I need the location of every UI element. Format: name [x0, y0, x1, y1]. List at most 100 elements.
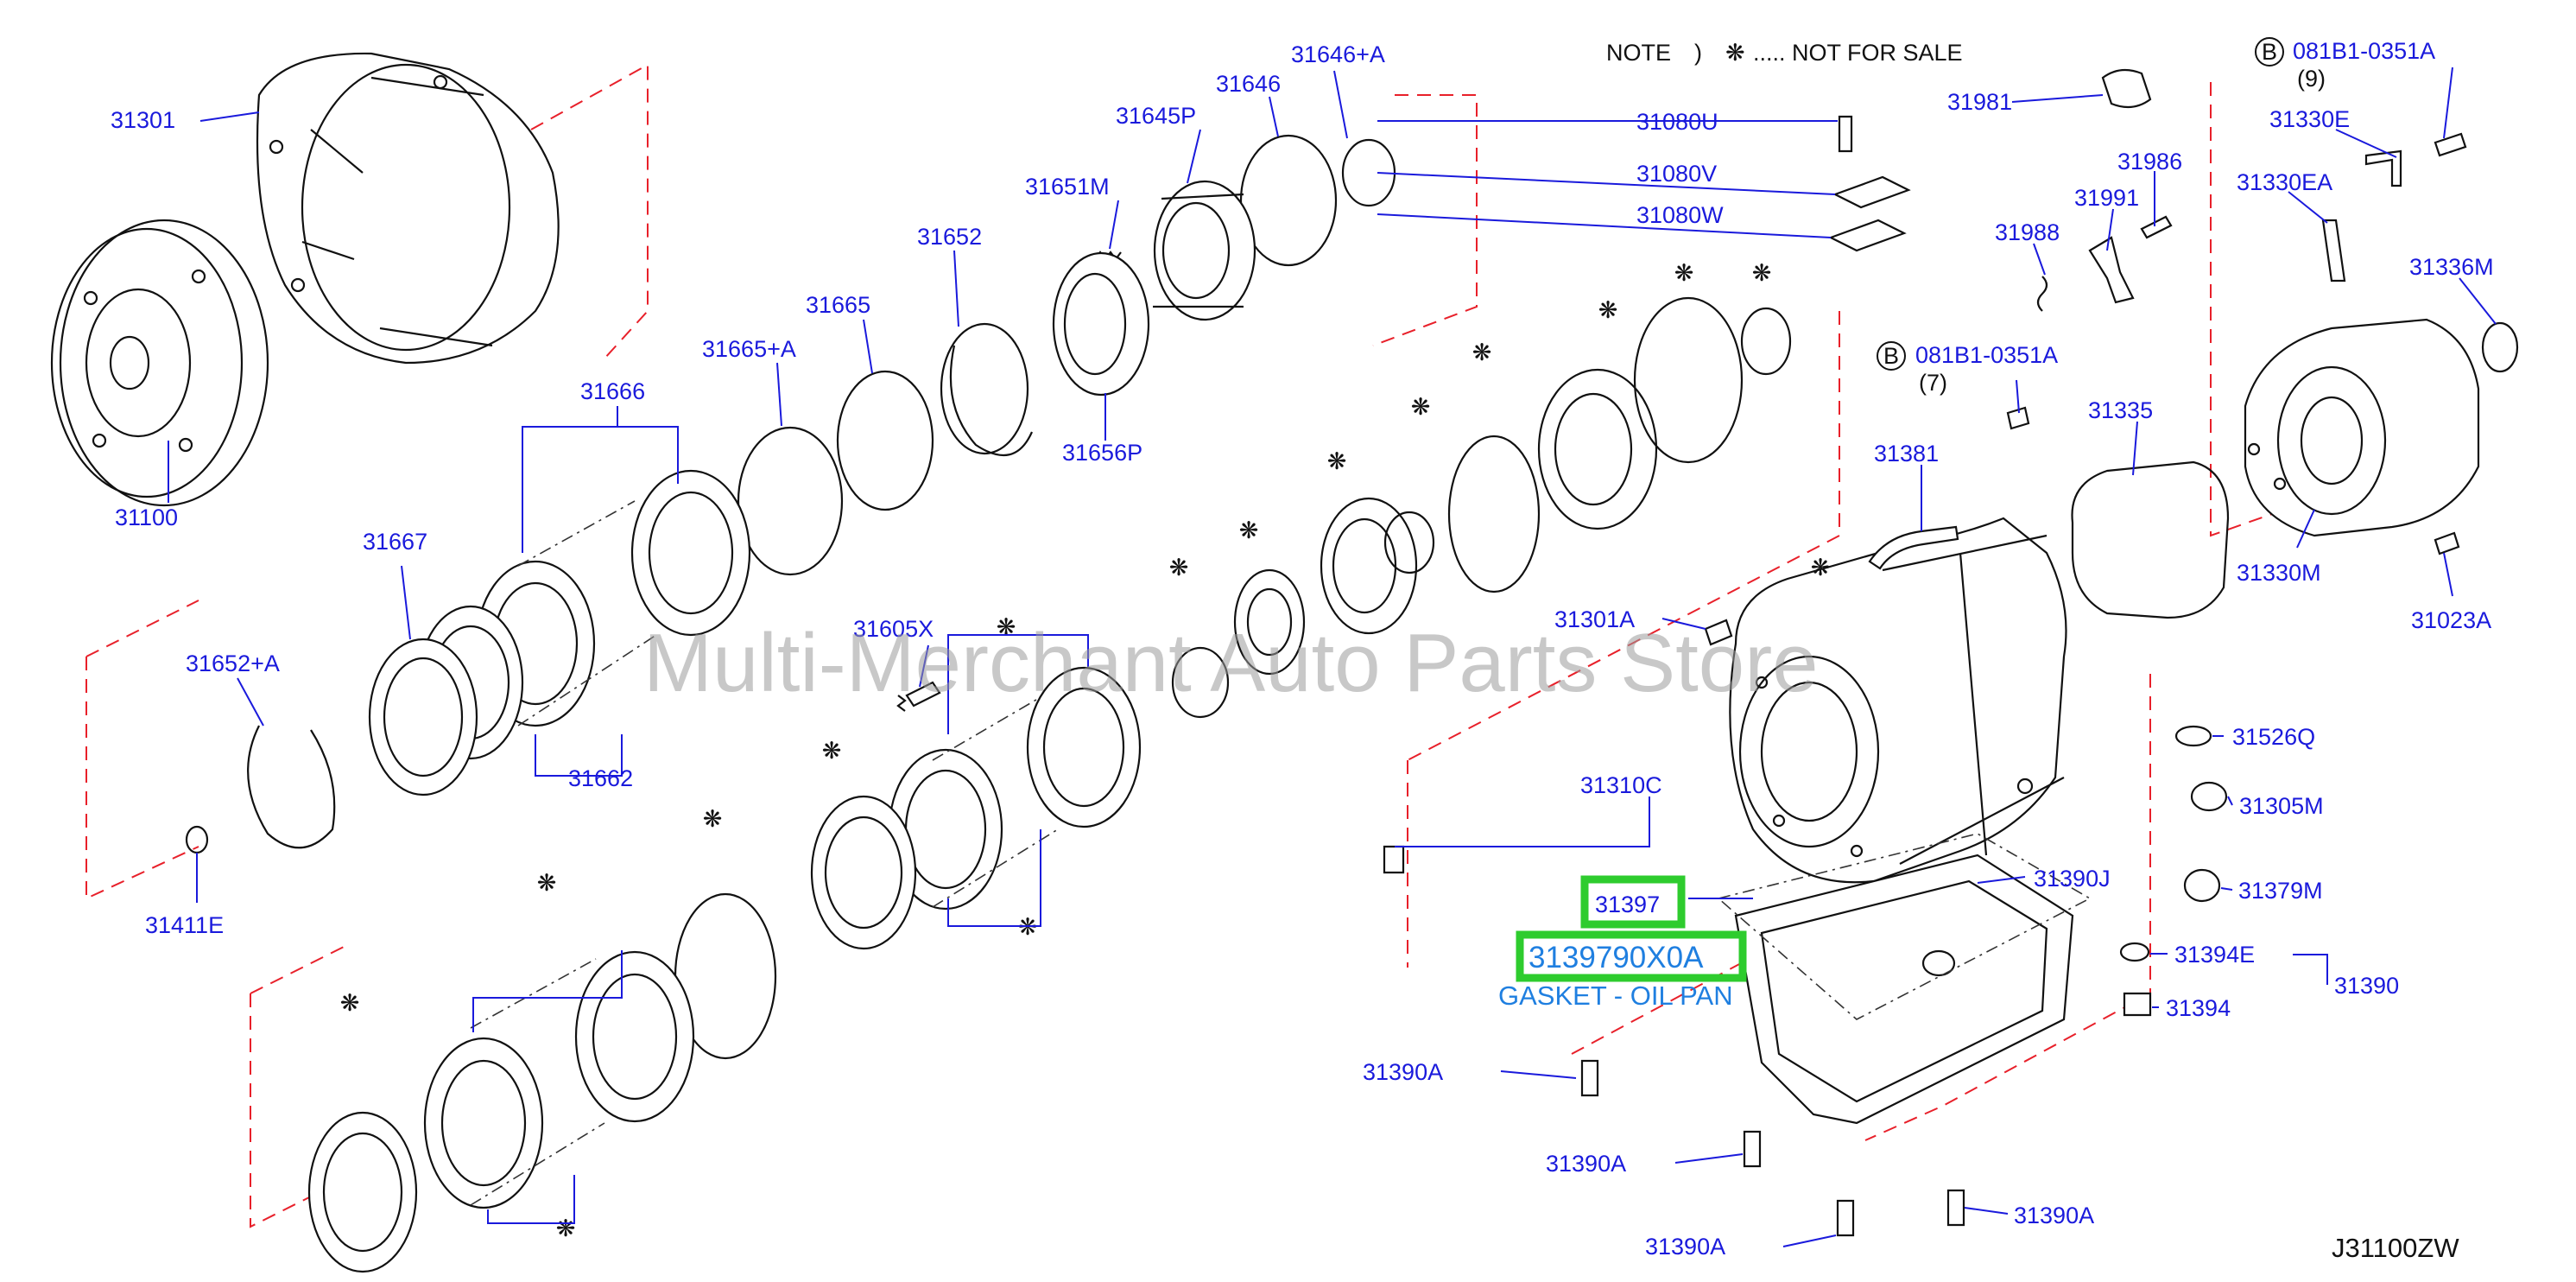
nfs-marker: ❋ — [556, 1215, 576, 1241]
part-label-31080v: 31080V — [1636, 161, 1717, 187]
lever-31991 — [2088, 236, 2135, 304]
diagram-code: J31100ZW — [2332, 1233, 2459, 1263]
part-label-31336m: 31336M — [2409, 254, 2494, 280]
nfs-marker: ❋ — [1472, 340, 1492, 365]
part-label-31645p: 31645P — [1116, 103, 1196, 129]
watermark-text: Multi-Merchant Auto Parts Store — [643, 617, 1819, 709]
part-label-31330e: 31330E — [2269, 106, 2350, 132]
part-label-31080u: 31080U — [1636, 109, 1718, 135]
part-label-31646a: 31646+A — [1291, 41, 1385, 67]
highlight-description: GASKET - OIL PAN — [1498, 981, 1733, 1011]
nfs-marker: ❋ — [1327, 448, 1347, 474]
part-label-31667: 31667 — [363, 529, 427, 555]
part-label-31652: 31652 — [917, 224, 982, 250]
bolt-31390a-2 — [1743, 1130, 1762, 1168]
part-label-31988: 31988 — [1995, 219, 2060, 245]
nfs-marker: ❋ — [822, 738, 842, 764]
nfs-marker: ❋ — [537, 870, 557, 896]
bolt-31390a-1 — [1580, 1059, 1599, 1097]
note-text: ..... NOT FOR SALE — [1753, 40, 1963, 66]
nfs-marker: ❋ — [1752, 260, 1772, 286]
part-label-31605x: 31605X — [853, 616, 934, 642]
plug-31305m — [2190, 781, 2228, 812]
plug-31379m — [2183, 868, 2221, 903]
clutch-pack-lower-drawing — [307, 892, 777, 1273]
part-label-31301a: 31301A — [1554, 606, 1635, 632]
nfs-marker: ❋ — [997, 614, 1016, 640]
nfs-marker: ❋ — [703, 806, 723, 832]
highlighted-part: 31397 3139790X0A GASKET - OIL PAN — [1498, 875, 1747, 1011]
part-label-31023a: 31023A — [2411, 607, 2491, 633]
pin-31986 — [2140, 215, 2173, 239]
part-label-31665a: 31665+A — [702, 336, 796, 362]
part-label-31330m: 31330M — [2237, 560, 2321, 586]
nfs-marker: ❋ — [1411, 394, 1431, 420]
part-label-31652a: 31652+A — [186, 651, 280, 676]
gasket-31080w — [1828, 219, 1907, 252]
nfs-marker: ❋ — [1239, 517, 1259, 543]
seal-ring-31646 — [1239, 134, 1338, 267]
reaction-plate-drawing — [1052, 251, 1150, 397]
bolt-ref-middle: B 081B1-0351A (7) — [1877, 341, 2058, 396]
not-for-sale-markers: ❋ ❋ ❋ ❋ ❋ ❋ ❋ ❋ ❋ ❋ ❋ ❋ ❋ ❋ ❋ ❋ — [340, 260, 1831, 1241]
dowel-31310c — [1383, 845, 1405, 874]
bracket-31330e — [2364, 149, 2402, 187]
bolt-31390a-4 — [1946, 1189, 1965, 1227]
part-label-31991: 31991 — [2074, 185, 2139, 211]
part-label-31379m: 31379M — [2238, 878, 2323, 904]
oil-pan-gasket-outline — [1717, 833, 2092, 1020]
part-label-31662: 31662 — [568, 765, 633, 791]
bracket-31330ea — [2321, 219, 2346, 282]
bolt-ref-upper: B 081B1-0351A (9) — [2255, 37, 2435, 92]
leader-lines — [168, 67, 2497, 1247]
plug-31394 — [2123, 992, 2152, 1017]
gasket-31335 — [2071, 460, 2230, 619]
part-label-31390a-1: 31390A — [1363, 1059, 1443, 1085]
part-labels: 31301 31100 31646+A 31646 31645P 31651M … — [111, 41, 2494, 1260]
nfs-marker: ❋ — [1169, 555, 1189, 581]
bolt-ref-upper-badge: B — [2262, 39, 2277, 65]
part-label-31666: 31666 — [580, 378, 645, 404]
drum-drawing — [1537, 296, 1792, 530]
spring-31988 — [2036, 276, 2048, 312]
part-label-31390a-3: 31390A — [1645, 1234, 1725, 1260]
part-label-31390j: 31390J — [2034, 866, 2111, 892]
part-label-31646: 31646 — [1216, 71, 1281, 97]
assembly-guide-lines — [85, 63, 2358, 1228]
part-label-31394: 31394 — [2166, 995, 2231, 1021]
highlight-part-number: 31397 — [1595, 892, 1660, 917]
part-label-31411e: 31411E — [145, 912, 224, 938]
part-label-31310c: 31310C — [1580, 772, 1662, 798]
part-label-31390: 31390 — [2334, 973, 2399, 999]
part-label-31335: 31335 — [2088, 397, 2153, 423]
bolt-ref-upper-qty: (9) — [2297, 66, 2326, 92]
part-label-31390a-2: 31390A — [1546, 1151, 1626, 1177]
snap-ring-31652a — [247, 725, 336, 849]
highlight-replacement-number: 3139790X0A — [1529, 941, 1704, 974]
bolt-31301a — [1704, 619, 1733, 646]
ring-31665 — [836, 370, 934, 511]
oring-31411e — [185, 825, 209, 854]
transmission-case-drawing — [1729, 517, 2067, 884]
part-label-31526q: 31526Q — [2232, 724, 2315, 750]
converter-housing-drawing — [256, 52, 560, 365]
bolt-ref-middle-badge: B — [1883, 343, 1899, 369]
highlight-box-part-number — [1580, 875, 1686, 929]
parts-artwork — [50, 52, 2519, 1273]
oring-31526q — [2174, 725, 2212, 747]
plate-31667-drawing — [368, 638, 478, 796]
part-label-31100: 31100 — [115, 505, 178, 530]
nfs-marker: ❋ — [1598, 297, 1618, 323]
clutch-pack-center-drawing — [810, 666, 1142, 950]
planetary-gear-drawing — [1171, 435, 1541, 719]
note-bracket: ) — [1694, 40, 1702, 66]
nfs-marker: ❋ — [1811, 555, 1831, 581]
bolt-31023a — [2434, 531, 2460, 555]
note-prefix: NOTE — [1606, 40, 1671, 66]
torque-converter-drawing — [50, 219, 269, 507]
part-label-31330ea: 31330EA — [2237, 169, 2332, 195]
part-label-31656p: 31656P — [1062, 440, 1142, 466]
seal-31336m — [2481, 321, 2519, 373]
part-label-31080w: 31080W — [1636, 202, 1724, 228]
